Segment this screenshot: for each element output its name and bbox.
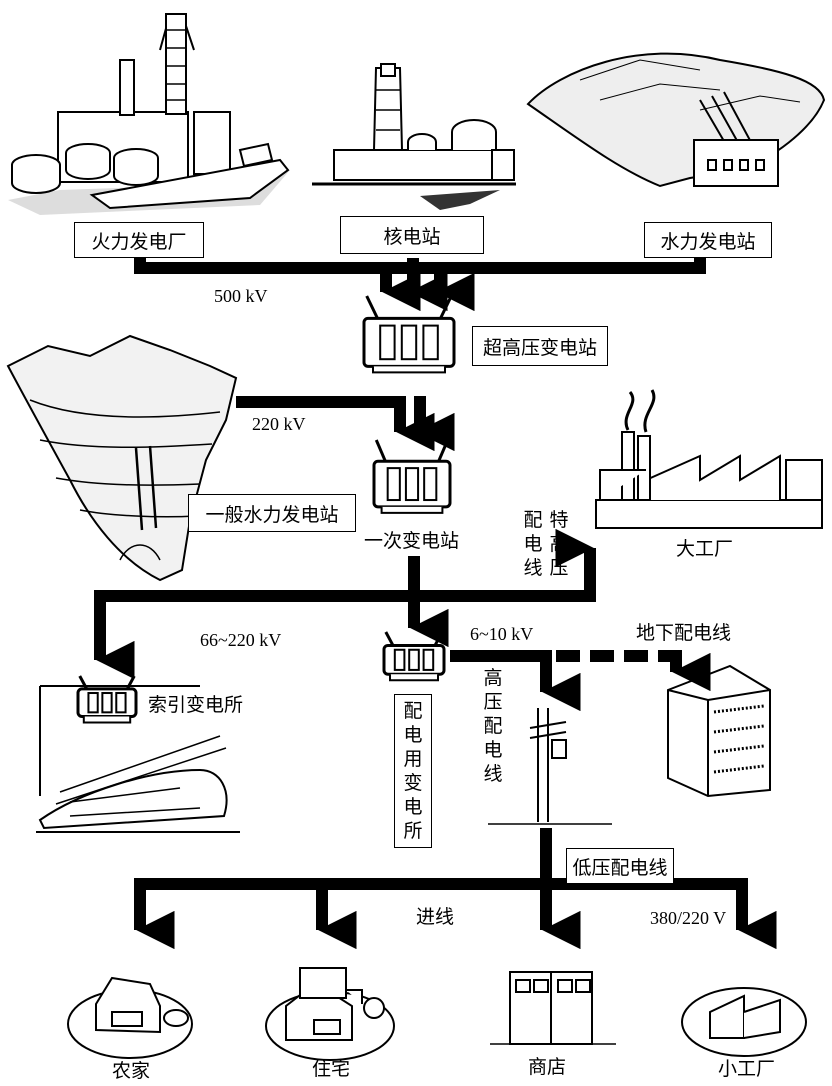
general-hydro-label: 一般水力发电站 bbox=[188, 494, 356, 532]
voltage-500kv: 500 kV bbox=[214, 286, 268, 307]
hydro-plant-label: 水力发电站 bbox=[644, 222, 772, 258]
residence-illustration bbox=[266, 968, 394, 1060]
traction-transformer-icon bbox=[78, 676, 136, 722]
voltage-380-220v: 380/220 V bbox=[650, 908, 726, 929]
thermal-plant-illustration bbox=[8, 14, 290, 215]
farmhouse-illustration bbox=[68, 978, 192, 1058]
building-illustration bbox=[668, 666, 770, 796]
hydro-plant-illustration bbox=[528, 54, 824, 186]
lv-dist-line-label: 低压配电线 bbox=[566, 848, 674, 884]
shop-label: 商店 bbox=[528, 1058, 566, 1077]
voltage-220kv: 220 kV bbox=[252, 414, 306, 435]
ehv-dist-line-right-label: 特高压 bbox=[548, 508, 570, 580]
primary-substation-label: 一次变电站 bbox=[364, 532, 459, 551]
distribution-transformer-icon bbox=[384, 632, 444, 680]
thermal-plant-label: 火力发电厂 bbox=[74, 222, 204, 258]
service-entry-label: 进线 bbox=[416, 908, 454, 927]
residence-label: 住宅 bbox=[312, 1060, 350, 1079]
mountain-hydro-illustration bbox=[8, 336, 236, 580]
small-factory-illustration bbox=[682, 988, 806, 1056]
large-factory-illustration bbox=[596, 390, 822, 528]
hv-dist-line-label: 高压配电线 bbox=[482, 666, 504, 786]
voltage-66-220kv: 66~220 kV bbox=[200, 630, 281, 651]
distribution-substation-label: 配电用变电所 bbox=[394, 694, 432, 848]
utility-pole-illustration bbox=[488, 708, 612, 824]
ehv-dist-line-left-label: 配电线 bbox=[522, 508, 544, 580]
traction-substation-label: 索引变电所 bbox=[148, 696, 243, 715]
underground-line-label: 地下配电线 bbox=[636, 624, 731, 643]
voltage-6-10kv: 6~10 kV bbox=[470, 624, 533, 645]
farmhouse-label: 农家 bbox=[112, 1062, 150, 1081]
ehv-transformer-icon bbox=[364, 296, 454, 372]
shop-illustration bbox=[490, 972, 616, 1044]
large-factory-label: 大工厂 bbox=[676, 540, 733, 559]
nuclear-plant-label: 核电站 bbox=[340, 216, 484, 254]
primary-transformer-icon bbox=[374, 440, 450, 513]
nuclear-plant-illustration bbox=[312, 64, 516, 210]
distribution-substation-text: 配电用变电所 bbox=[403, 699, 423, 843]
small-factory-label: 小工厂 bbox=[718, 1060, 775, 1079]
ehv-substation-label: 超高压变电站 bbox=[472, 326, 608, 366]
